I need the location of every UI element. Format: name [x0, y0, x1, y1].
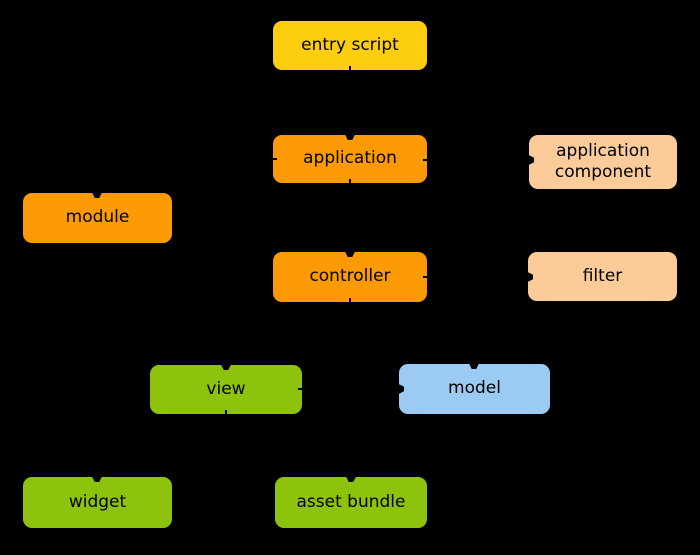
edge-controller-to-model [349, 298, 474, 367]
node-application-component: application component [529, 135, 677, 189]
node-widget: widget [23, 477, 172, 528]
node-entry-script: entry script [273, 21, 427, 70]
edge-controller-to-view [226, 298, 351, 368]
node-view-label: view [206, 378, 246, 399]
node-asset-bundle-label: asset bundle [296, 491, 406, 512]
node-entry-script-label: entry script [301, 34, 399, 55]
node-filter: filter [528, 252, 677, 301]
node-widget-label: widget [68, 491, 127, 512]
node-filter-label: filter [582, 265, 623, 286]
node-model: model [399, 364, 550, 414]
edge-view-to-widget [97, 410, 227, 480]
node-view: view [150, 365, 302, 414]
node-module-label: module [65, 207, 130, 228]
node-controller-label: controller [309, 266, 391, 287]
node-controller: controller [273, 252, 427, 302]
edge-view-to-asset-bundle [225, 410, 351, 480]
edge-application-to-module [97, 158, 277, 196]
node-application: application [273, 135, 427, 183]
node-module: module [23, 193, 172, 243]
node-asset-bundle: asset bundle [275, 477, 427, 528]
node-application-component-label: application component [554, 140, 652, 182]
node-model-label: model [448, 378, 501, 399]
node-application-label: application [303, 148, 397, 169]
